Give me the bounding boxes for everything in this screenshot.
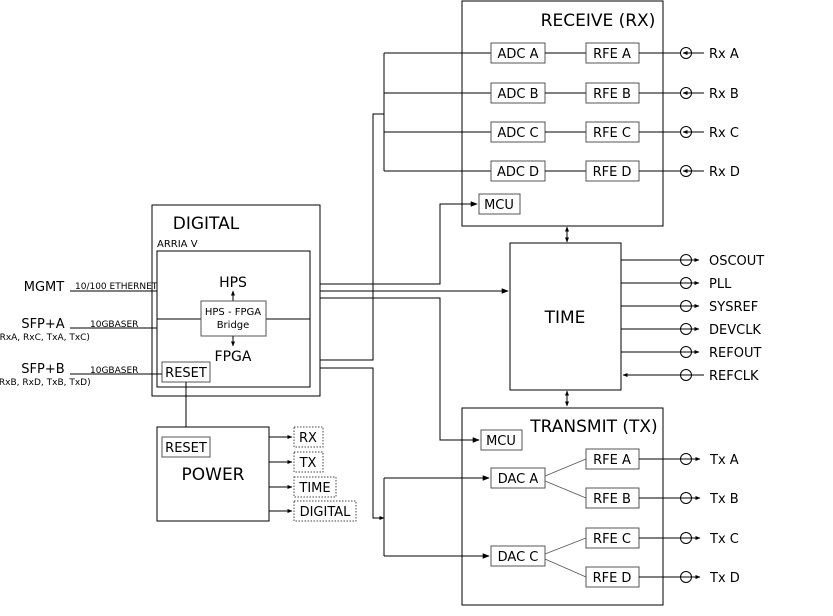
tx-rfe-a-label: RFE A <box>593 453 631 468</box>
rx-chain-1: ADC B RFE B <box>490 82 686 104</box>
refout-connector-icon <box>621 346 700 358</box>
tx-rfe-1: RFE B <box>585 487 640 509</box>
hps-label: HPS <box>219 275 247 291</box>
rx-chain-2: ADC C RFE C <box>490 121 686 143</box>
rx-connectors: Rx A Rx B Rx C Rx D <box>680 47 740 180</box>
sysref-label: SYSREF <box>709 300 758 315</box>
tx-rfe-2: RFE C <box>585 527 640 549</box>
tx-connectors: Tx A Tx B Tx C Tx D <box>639 453 740 586</box>
tx-d-connector-icon <box>639 571 701 583</box>
oscout-label: OSCOUT <box>709 254 764 269</box>
rx-d-port-label: Rx D <box>709 165 740 180</box>
rx-rfe-c-label: RFE C <box>593 126 631 141</box>
rx-rfe-a-label: RFE A <box>593 47 631 62</box>
adc-b-label: ADC B <box>497 87 538 102</box>
rx-rfe-b-label: RFE B <box>593 87 631 102</box>
tx-b-connector-icon <box>639 492 701 504</box>
rx-chain-3: ADC D RFE D <box>490 160 686 182</box>
refclk-connector-icon <box>622 369 704 381</box>
dac-a-label: DAC A <box>498 472 539 487</box>
tx-rfe-b-label: RFE B <box>593 492 631 507</box>
pll-connector-icon <box>621 277 700 289</box>
power-title: POWER <box>182 465 245 485</box>
rx-bus <box>310 52 491 363</box>
tx-c-port-label: Tx C <box>709 532 739 547</box>
oscout-connector-icon <box>621 254 700 266</box>
mgmt-sub-label: 10/100 ETHERNET <box>75 282 158 292</box>
sysref-connector-icon <box>621 300 700 312</box>
pll-label: PLL <box>709 277 732 292</box>
external-interfaces: MGMT 10/100 ETHERNET SFP+A (RxA, RxC, Tx… <box>0 280 162 388</box>
power-outputs: RX TX TIME DIGITAL <box>269 426 357 522</box>
sfpa-sub-label: 10GBASER <box>90 320 138 330</box>
digital-reset-label: RESET <box>165 366 207 381</box>
tx-c-connector-icon <box>639 532 701 544</box>
tx-a-connector-icon <box>639 453 701 465</box>
rx-mcu: MCU <box>310 193 521 287</box>
time-title: TIME <box>544 308 586 328</box>
rx-b-port-label: Rx B <box>709 87 739 102</box>
power-reset-label: RESET <box>165 441 207 456</box>
rx-a-connector-icon <box>680 47 704 59</box>
power-out-tx: TX <box>299 456 317 471</box>
dac-c-label: DAC C <box>498 550 539 565</box>
devclk-label: DEVCLK <box>709 323 761 338</box>
sfpb-note: (RxB, RxD, TxB, TxD) <box>0 378 91 388</box>
refclk-label: REFCLK <box>709 369 759 384</box>
transmit-title: TRANSMIT (TX) <box>529 417 657 437</box>
sfpb-label: SFP+B <box>21 362 64 377</box>
tx-mcu-label: MCU <box>486 434 516 449</box>
time-ports: OSCOUT PLL SYSREF DEVCLK REFOUT REFCLK <box>621 254 764 384</box>
rx-d-connector-icon <box>680 165 704 177</box>
adc-d-label: ADC D <box>497 165 539 180</box>
tx-mcu: MCU <box>311 295 523 451</box>
tx-rfe-d-label: RFE D <box>593 571 632 586</box>
power-out-digital: DIGITAL <box>300 505 352 520</box>
adc-c-label: ADC C <box>497 126 538 141</box>
tx-rfe-c-label: RFE C <box>593 532 631 547</box>
sfpb-sub-label: 10GBASER <box>90 366 138 376</box>
power-out-time: TIME <box>298 481 330 496</box>
sfpa-label: SFP+A <box>21 317 64 332</box>
rx-c-port-label: Rx C <box>709 126 739 141</box>
rx-mcu-label: MCU <box>484 198 514 213</box>
mgmt-label: MGMT <box>24 280 65 295</box>
rx-chain-0: ADC A RFE A <box>490 42 686 64</box>
dac-a: DAC A <box>490 467 546 489</box>
tx-b-port-label: Tx B <box>709 492 739 507</box>
rx-b-connector-icon <box>680 87 704 99</box>
arria-label: ARRIA V <box>157 239 198 250</box>
receive-block: RECEIVE (RX) <box>461 0 664 227</box>
tx-rfe-0: RFE A <box>585 448 640 470</box>
rx-a-port-label: Rx A <box>709 47 739 62</box>
power-block: RESET POWER <box>156 426 270 522</box>
bridge-label-line1: HPS - FPGA <box>205 307 261 318</box>
digital-title: DIGITAL <box>173 214 240 234</box>
sfpa-note: (RxA, RxC, TxA, TxC) <box>0 333 90 343</box>
time-block: TIME <box>311 226 622 407</box>
power-out-rx: RX <box>299 431 317 446</box>
rx-c-connector-icon <box>680 126 704 138</box>
dac-c: DAC C <box>490 545 546 567</box>
receive-title: RECEIVE (RX) <box>541 11 656 31</box>
tx-rfe-3: RFE D <box>585 566 640 588</box>
refout-label: REFOUT <box>709 346 761 361</box>
tx-bus <box>310 367 490 559</box>
adc-a-label: ADC A <box>497 47 538 62</box>
digital-block: DIGITAL ARRIA V HPS HPS - FPGA Bridge FP… <box>151 204 321 397</box>
tx-a-port-label: Tx A <box>709 453 739 468</box>
rx-rfe-d-label: RFE D <box>593 165 632 180</box>
tx-d-port-label: Tx D <box>709 571 740 586</box>
fpga-label: FPGA <box>215 349 252 365</box>
bridge-label-line2: Bridge <box>217 320 250 331</box>
devclk-connector-icon <box>621 323 700 335</box>
tx-fanout <box>544 458 587 578</box>
